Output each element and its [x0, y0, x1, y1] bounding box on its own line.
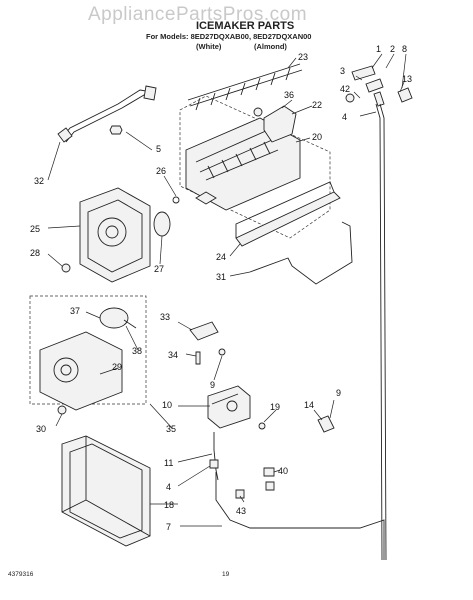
screw-9a [218, 348, 226, 356]
callout-labels: 1 2 8 3 42 13 4 23 36 22 20 5 26 32 25 2… [30, 44, 412, 532]
callout-42: 42 [340, 84, 350, 94]
callout-1: 1 [376, 44, 381, 54]
models-line: For Models: 8ED27DQXAB00, 8ED27DQXAN00 [146, 32, 312, 41]
nut-4b [209, 459, 219, 469]
ferrule-40 [265, 481, 275, 491]
ejector-blade [187, 63, 303, 111]
color-almond-label: (Almond) [254, 42, 287, 51]
callout-26: 26 [156, 166, 166, 176]
callout-11: 11 [164, 458, 173, 468]
callout-18: 18 [164, 500, 174, 510]
callout-28: 28 [30, 248, 40, 258]
callout-10: 10 [162, 400, 172, 410]
callout-23: 23 [298, 52, 308, 62]
bracket-33 [189, 321, 219, 341]
callout-38: 38 [132, 346, 142, 356]
leader-lines [47, 53, 407, 527]
callout-19: 19 [270, 402, 280, 412]
tube-7 [215, 472, 385, 560]
callout-33: 33 [160, 312, 170, 322]
screw-30 [57, 405, 67, 415]
callout-4-top: 4 [342, 112, 347, 122]
callout-34: 34 [168, 350, 178, 360]
watermark: AppliancePartsPros.com [88, 4, 308, 25]
callout-7: 7 [166, 522, 171, 532]
callout-9-right: 9 [336, 388, 341, 398]
nut-43 [235, 489, 245, 499]
callout-29: 29 [112, 362, 122, 372]
shut-off-shelf [235, 181, 341, 247]
callout-36: 36 [284, 90, 294, 100]
shutoff-arm [249, 221, 353, 285]
callout-8: 8 [402, 44, 407, 54]
callout-27: 27 [154, 264, 164, 274]
callout-40: 40 [278, 466, 288, 476]
callout-13: 13 [402, 74, 412, 84]
callout-3: 3 [340, 66, 345, 76]
callout-9-left: 9 [210, 380, 215, 390]
screw-28 [61, 263, 71, 273]
callout-30: 30 [36, 424, 46, 434]
screw-19 [258, 422, 266, 430]
callout-24: 24 [216, 252, 226, 262]
callout-5: 5 [156, 144, 161, 154]
inlet-fittings [345, 65, 413, 561]
callout-25: 25 [30, 224, 40, 234]
callout-32: 32 [34, 176, 44, 186]
callout-4-bottom: 4 [166, 482, 171, 492]
water-valve [207, 385, 251, 429]
ice-bin [61, 435, 151, 547]
page-number: 19 [222, 571, 230, 578]
callout-37: 37 [70, 306, 80, 316]
callout-22: 22 [312, 100, 322, 110]
doc-number: 4379316 [8, 571, 34, 578]
callout-31: 31 [216, 272, 226, 282]
diagram-title: ICEMAKER PARTS [196, 20, 295, 32]
callout-14: 14 [304, 400, 314, 410]
callout-2: 2 [390, 44, 395, 54]
callout-35: 35 [166, 424, 176, 434]
screw-5 [109, 125, 123, 135]
color-white-label: (White) [196, 42, 222, 51]
control-module [39, 331, 123, 411]
motor [153, 196, 180, 237]
fitting-40 [263, 467, 275, 477]
callout-20: 20 [312, 132, 322, 142]
callout-43: 43 [236, 506, 246, 516]
module-housing [79, 187, 151, 283]
thermostat-38 [99, 307, 137, 329]
screw-34 [195, 351, 201, 365]
wire-harness [57, 85, 157, 143]
